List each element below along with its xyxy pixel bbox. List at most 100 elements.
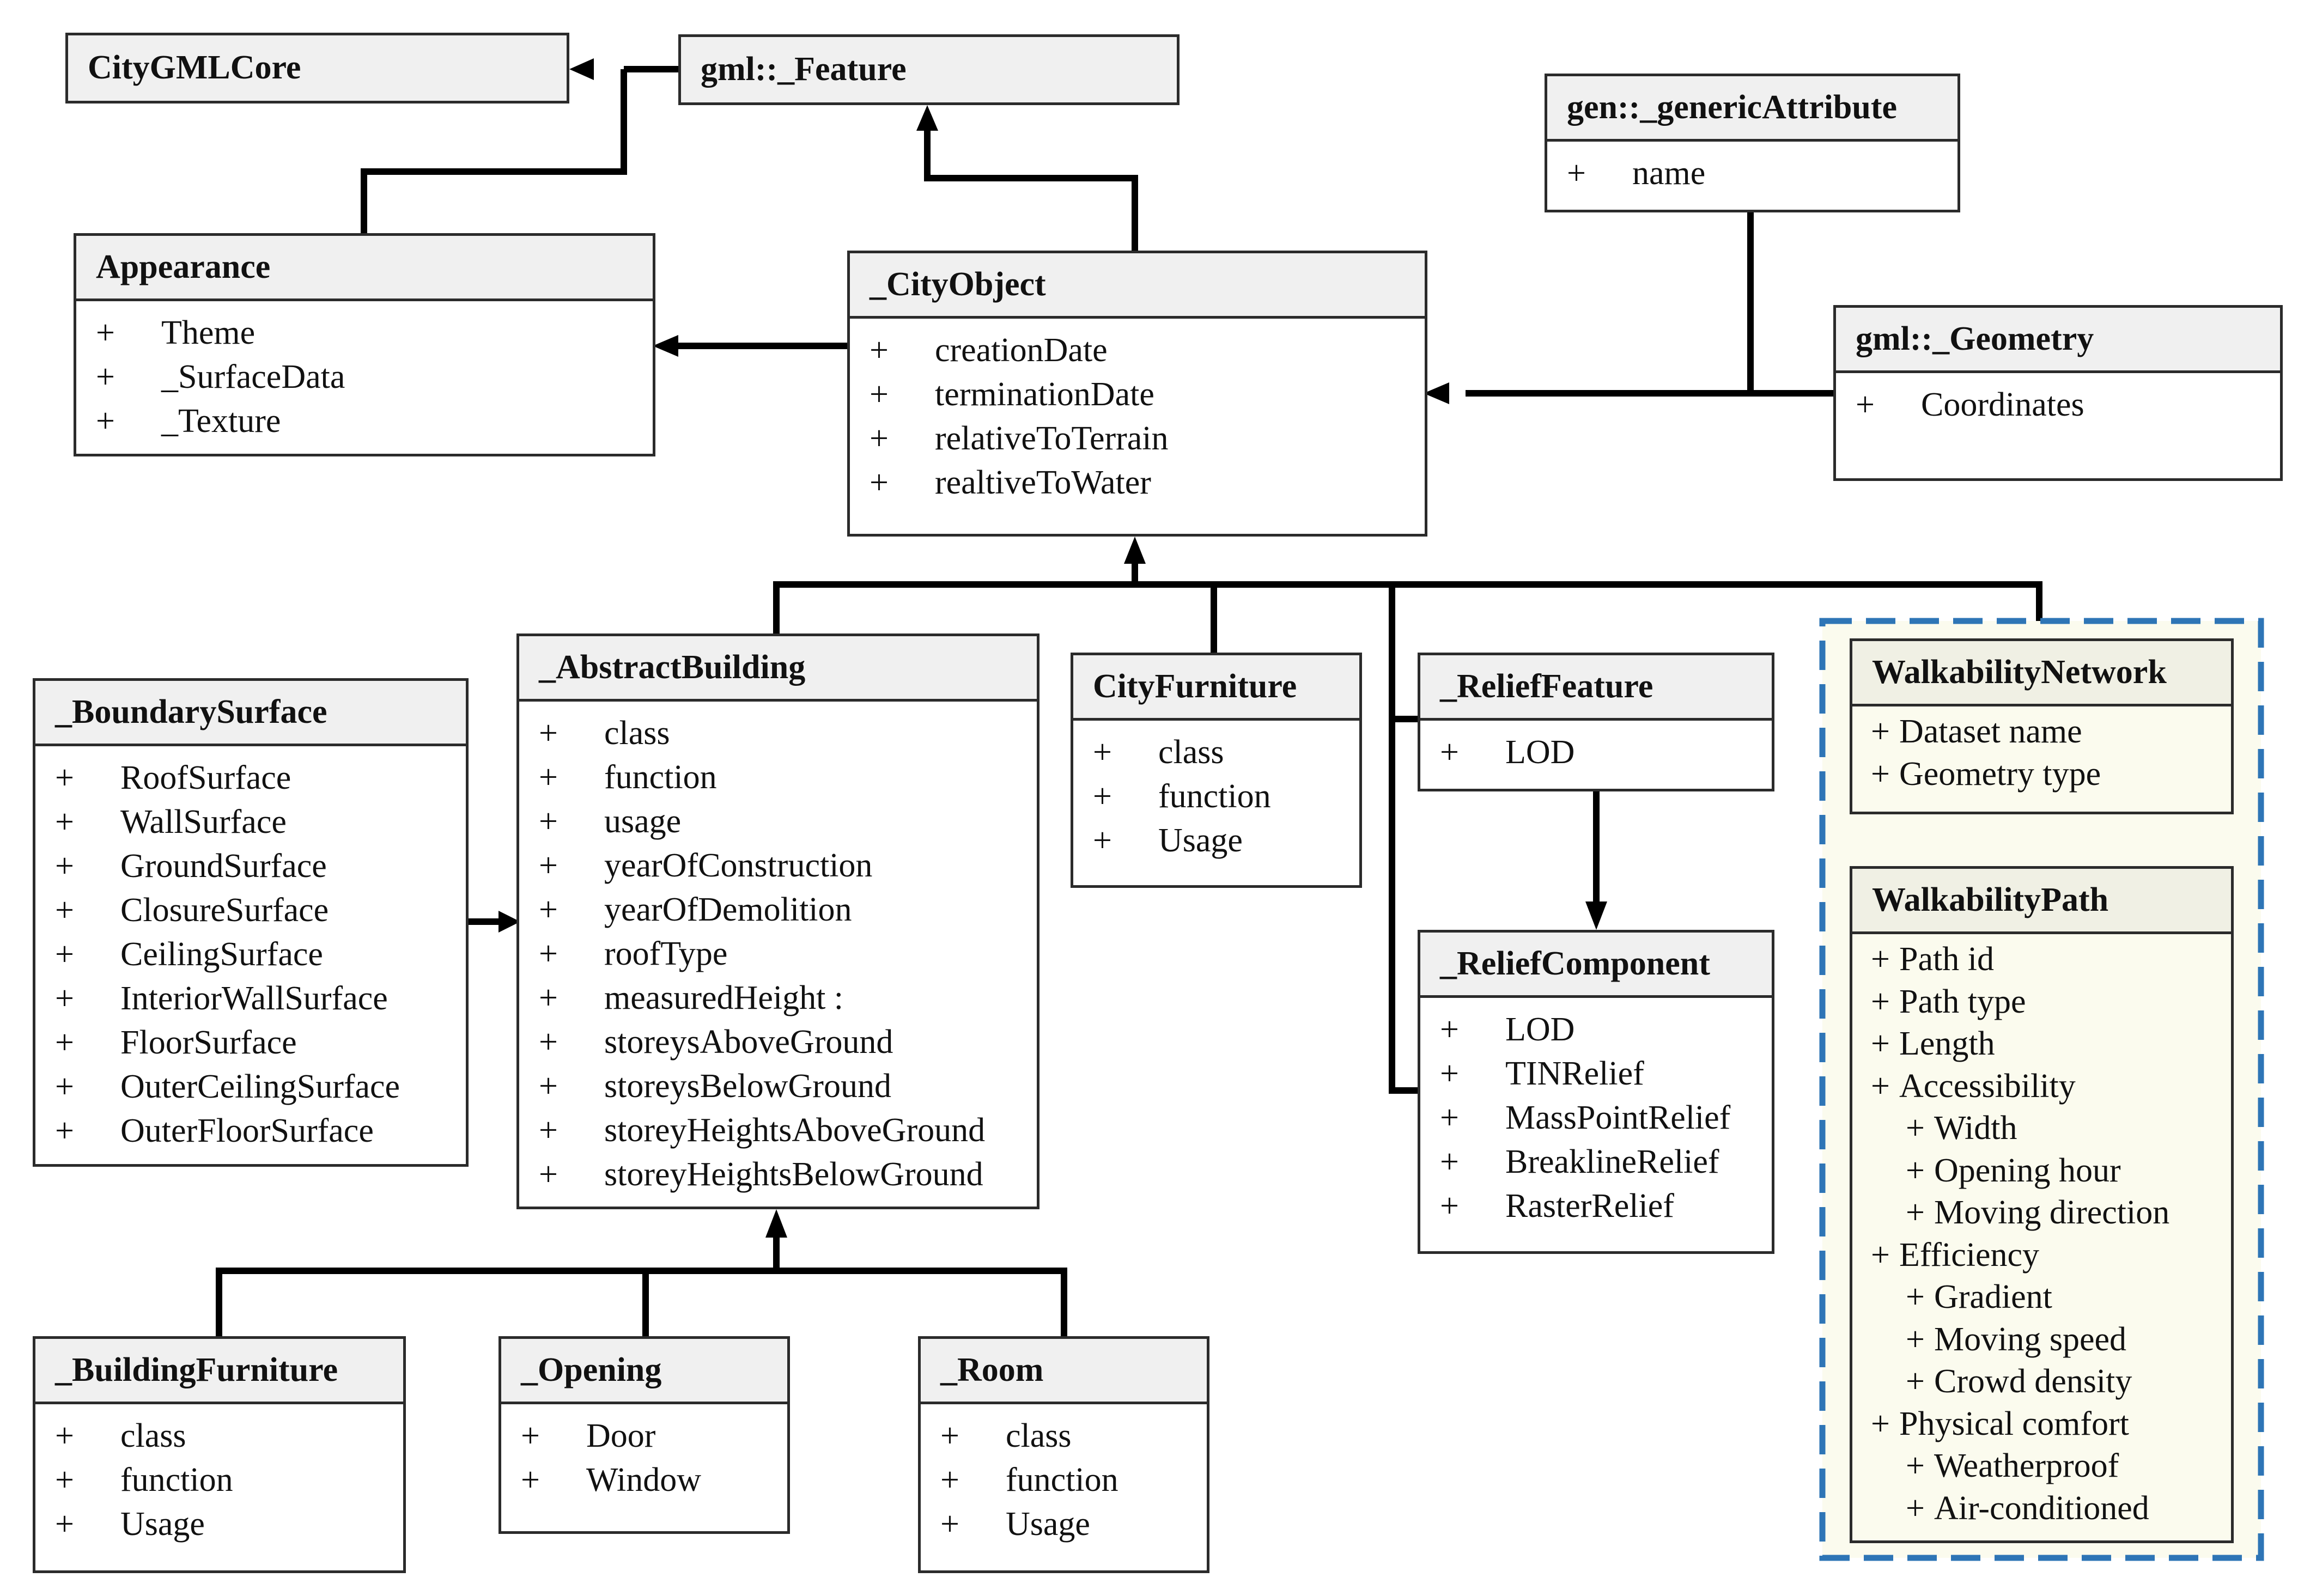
class-walkability-network: WalkabilityNetwork +Dataset name +Geomet… (1850, 638, 2234, 814)
attribute-name: function (1158, 778, 1271, 815)
sub-attribute-row: +Weatherproof (1871, 1445, 2231, 1488)
appearance-to-core-connector (361, 69, 627, 233)
plus-icon: + (55, 1112, 74, 1149)
attribute-row: +function (539, 756, 1037, 800)
plus-icon: + (870, 464, 889, 501)
arrowhead-appearance (653, 335, 678, 357)
attribute-row: +terminationDate (870, 373, 1425, 417)
attribute-row: +roofType (539, 932, 1037, 976)
attribute-name: CeilingSurface (120, 936, 323, 973)
plus-icon: + (539, 759, 558, 796)
attribute-name: ClosureSurface (120, 892, 329, 929)
attribute-row: +class (940, 1414, 1207, 1458)
attribute-row: +Usage (940, 1502, 1207, 1546)
plus-icon: + (1906, 1320, 1925, 1358)
attribute-row: +MassPointRelief (1440, 1096, 1772, 1140)
attribute-name: Length (1899, 1025, 1995, 1062)
attribute-row: +storeysBelowGround (539, 1064, 1037, 1108)
attribute-row: + OuterFloorSurface (55, 1109, 466, 1153)
attribute-row: +Window (521, 1458, 787, 1502)
plus-icon: + (539, 1024, 558, 1061)
plus-icon: + (940, 1417, 959, 1454)
attribute-name: relativeToTerrain (935, 420, 1169, 457)
attribute-name: RoofSurface (120, 759, 291, 796)
plus-icon: + (55, 1024, 74, 1061)
attribute-row: +creationDate (870, 328, 1425, 373)
attribute-name: OuterCeilingSurface (120, 1068, 400, 1105)
attribute-row: + measuredHeight : (539, 976, 1037, 1020)
plus-icon: + (1906, 1489, 1925, 1527)
class-name: _ReliefComponent (1420, 933, 1772, 998)
class-relief-feature: _ReliefFeature +LOD (1418, 653, 1774, 791)
attribute-row: +storeyHeightsBelowGround (539, 1153, 1037, 1197)
building-subclass-bus (216, 1268, 1067, 1336)
attribute-name: storeyHeightsBelowGround (604, 1156, 983, 1193)
attribute-name: Efficiency (1899, 1236, 2040, 1274)
attribute-row: +Accessibility (1871, 1065, 2231, 1108)
attribute-name: FloorSurface (120, 1024, 297, 1061)
attribute-name: Moving speed (1934, 1320, 2127, 1358)
attribute-name: Weatherproof (1934, 1447, 2119, 1484)
attribute-name: _Texture (161, 403, 281, 440)
plus-icon: + (1871, 1405, 1890, 1442)
attribute-row: +yearOfConstruction (539, 844, 1037, 888)
arrowhead-core (569, 58, 594, 80)
class-name: _BoundarySurface (35, 681, 466, 746)
attribute-row: +usage (539, 800, 1037, 844)
plus-icon: + (55, 1417, 74, 1454)
attribute-name: _SurfaceData (161, 358, 345, 395)
attribute-name: Geometry type (1899, 755, 2101, 793)
plus-icon: + (1871, 1025, 1890, 1062)
attribute-name: LOD (1505, 734, 1575, 771)
plus-icon: + (1906, 1278, 1925, 1315)
class-abstract-building: _AbstractBuilding +class +function +usag… (516, 633, 1039, 1209)
plus-icon: + (1871, 1236, 1890, 1274)
sub-attribute-row: +Moving direction (1871, 1192, 2231, 1234)
attribute-name: class (120, 1417, 186, 1454)
class-name: CityGMLCore (68, 35, 567, 101)
attribute-row: +_Texture (96, 399, 653, 443)
class-name: gen::_genericAttribute (1547, 76, 1957, 142)
attribute-name: InteriorWallSurface (120, 980, 388, 1017)
plus-icon: + (539, 803, 558, 840)
attribute-name: Physical comfort (1899, 1405, 2129, 1442)
attribute-name: Path id (1899, 941, 1994, 978)
sub-attribute-row: +Air-conditioned (1871, 1488, 2231, 1530)
attribute-list: +Theme +_SurfaceData +_Texture (76, 301, 653, 443)
attribute-row: +Door (521, 1414, 787, 1458)
attribute-name: class (604, 715, 670, 752)
class-name: CityFurniture (1073, 655, 1359, 721)
attribute-row: +TINRelief (1440, 1052, 1772, 1096)
attribute-row: + storeysAboveGround (539, 1020, 1037, 1064)
plus-icon: + (1093, 734, 1112, 771)
plus-icon: + (539, 979, 558, 1016)
plus-icon: + (870, 376, 889, 413)
attribute-name: OuterFloorSurface (120, 1112, 374, 1149)
attribute-row: +function (940, 1458, 1207, 1502)
class-citygml-core: CityGMLCore (65, 33, 569, 103)
class-name: _Opening (501, 1339, 787, 1404)
attribute-name: storeysBelowGround (604, 1068, 891, 1105)
class-name: _CityObject (850, 253, 1425, 319)
plus-icon: + (1440, 1187, 1459, 1225)
attribute-list: +class +function +Usage (35, 1404, 403, 1546)
class-name: _Room (921, 1339, 1207, 1404)
attribute-row: +class (539, 711, 1037, 756)
sub-attribute-row: +Gradient (1871, 1276, 2231, 1319)
attribute-name: storeysAboveGround (604, 1024, 893, 1061)
attribute-name: Air-conditioned (1934, 1489, 2149, 1527)
attribute-name: measuredHeight : (604, 979, 844, 1016)
sub-attribute-row: +Opening hour (1871, 1150, 2231, 1192)
attribute-row: +WallSurface (55, 800, 466, 844)
plus-icon: + (55, 1068, 74, 1105)
attribute-row: +Path id (1871, 939, 2231, 981)
attribute-name: TINRelief (1505, 1055, 1644, 1092)
plus-icon: + (55, 1506, 74, 1543)
plus-icon: + (539, 891, 558, 928)
class-gml-feature: gml::_Feature (678, 34, 1180, 105)
attribute-row: + OuterCeilingSurface (55, 1065, 466, 1109)
attribute-name: Path type (1899, 983, 2026, 1020)
attribute-list: +class +function +usage +yearOfConstruct… (519, 702, 1037, 1197)
attribute-name: RasterRelief (1505, 1187, 1674, 1225)
attribute-name: class (1158, 734, 1224, 771)
